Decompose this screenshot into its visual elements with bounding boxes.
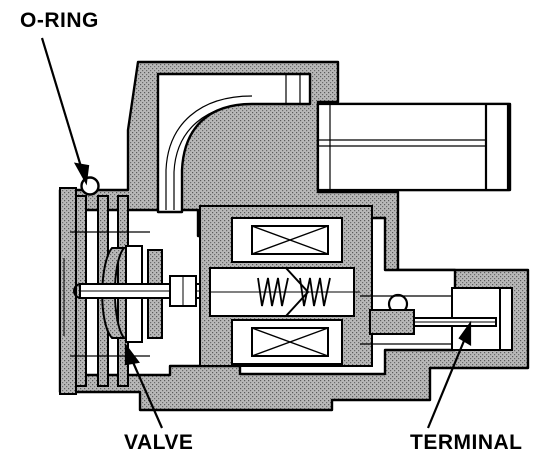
solenoid-coil (199, 205, 373, 367)
terminal-arrowhead (458, 320, 472, 346)
o-ring-label: O-RING (20, 9, 99, 32)
terminal-label: TERMINAL (410, 431, 523, 454)
o-ring-leader (40, 37, 84, 171)
valve-assembly (73, 245, 311, 343)
valve-arrowhead (124, 342, 140, 366)
outlet-tube (316, 102, 510, 192)
connector-terminal (360, 287, 513, 351)
o-ring-arrowhead (73, 162, 90, 186)
terminal-leader (426, 335, 468, 429)
valve-leader (130, 359, 164, 429)
elbow-passage (165, 74, 301, 210)
leader-lines (40, 37, 472, 429)
valve-label: VALVE (124, 431, 194, 454)
return-spring (257, 277, 331, 307)
